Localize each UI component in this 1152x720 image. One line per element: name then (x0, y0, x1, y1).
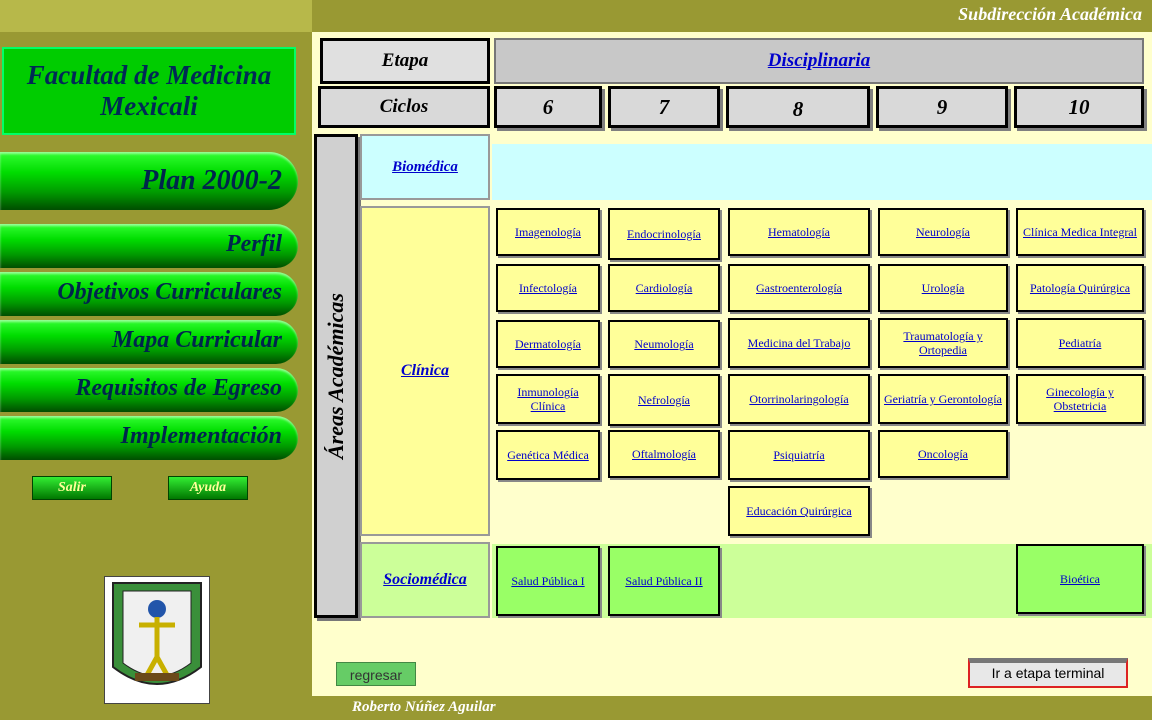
biomedica-link[interactable]: Biomédica (392, 158, 458, 175)
course-salud-publica-1[interactable]: Salud Pública I (496, 546, 600, 616)
salir-button[interactable]: Salir (32, 476, 112, 500)
plan-button[interactable]: Plan 2000-2 (0, 152, 298, 210)
footer-strip (312, 696, 1152, 720)
course-otorrinolaringologia[interactable]: Otorrinolaringología (728, 374, 870, 424)
course-traumatologia-ortopedia[interactable]: Traumatología y Ortopedia (878, 318, 1008, 368)
ayuda-button[interactable]: Ayuda (168, 476, 248, 500)
requisitos-button[interactable]: Requisitos de Egreso (0, 368, 298, 412)
sociomedica-link[interactable]: Sociomédica (383, 571, 467, 588)
course-patologia-quirurgica[interactable]: Patología Quirúrgica (1016, 264, 1144, 312)
course-nefrologia[interactable]: Nefrología (608, 374, 720, 426)
faculty-title: Facultad de Medicina Mexicali (2, 47, 296, 135)
course-salud-publica-2[interactable]: Salud Pública II (608, 546, 720, 616)
etapa-disciplinaria-link[interactable]: Disciplinaria (767, 50, 871, 71)
org-title: Subdirección Académica (958, 4, 1142, 24)
etapa-value-cell: Disciplinaria (494, 38, 1144, 84)
sidebar-top-strip (0, 0, 312, 32)
biomedica-row (492, 144, 1152, 200)
course-neurologia[interactable]: Neurología (878, 208, 1008, 256)
course-cardiologia[interactable]: Cardiología (608, 264, 720, 312)
course-bioetica[interactable]: Bioética (1016, 544, 1144, 614)
course-oftalmologia[interactable]: Oftalmología (608, 430, 720, 478)
author-credit: Roberto Núñez Aguilar (352, 699, 496, 715)
regresar-button[interactable]: regresar (336, 662, 416, 686)
course-endocrinologia[interactable]: Endocrinología (608, 208, 720, 260)
course-gastroenterologia[interactable]: Gastroenterología (728, 264, 870, 312)
ciclo-6: 6 (494, 86, 602, 128)
course-neumologia[interactable]: Neumología (608, 320, 720, 368)
objetivos-button[interactable]: Objetivos Curriculares (0, 272, 298, 316)
ciclos-label: Ciclos (318, 86, 490, 128)
header-strip (312, 0, 1152, 32)
course-pediatria[interactable]: Pediatría (1016, 318, 1144, 368)
course-oncologia[interactable]: Oncología (878, 430, 1008, 478)
course-medicina-del-trabajo[interactable]: Medicina del Trabajo (728, 318, 870, 368)
requisitos-label: Requisitos de Egreso (75, 375, 282, 401)
course-urologia[interactable]: Urología (878, 264, 1008, 312)
implementacion-button[interactable]: Implementación (0, 416, 298, 460)
perfil-button[interactable]: Perfil (0, 224, 298, 268)
course-genetica-medica[interactable]: Genética Médica (496, 430, 600, 480)
course-inmunologia-clinica[interactable]: Inmunología Clínica (496, 374, 600, 424)
course-infectologia[interactable]: Infectología (496, 264, 600, 312)
biomedica-area: Biomédica (360, 134, 490, 200)
areas-academicas-label: Áreas Académicas (314, 134, 358, 618)
ciclo-8: 8 (726, 86, 870, 128)
perfil-label: Perfil (226, 231, 282, 257)
mapa-label: Mapa Curricular (111, 327, 282, 353)
course-educacion-quirurgica[interactable]: Educación Quirúrgica (728, 486, 870, 536)
ciclo-7: 7 (608, 86, 720, 128)
clinica-area: Clínica (360, 206, 490, 536)
course-hematologia[interactable]: Hematología (728, 208, 870, 256)
areas-academicas-text: Áreas Académicas (323, 293, 348, 459)
ciclo-9: 9 (876, 86, 1008, 128)
mapa-button[interactable]: Mapa Curricular (0, 320, 298, 364)
ciclo-10: 10 (1014, 86, 1144, 128)
etapa-label: Etapa (320, 38, 490, 84)
faculty-title-line2: Mexicali (100, 91, 198, 121)
course-psiquiatria[interactable]: Psiquiatría (728, 430, 870, 480)
ir-etapa-terminal-button[interactable]: Ir a etapa terminal (968, 658, 1128, 688)
course-ginecologia-obstetricia[interactable]: Ginecología y Obstetricia (1016, 374, 1144, 424)
university-seal-logo (104, 576, 210, 704)
clinica-link[interactable]: Clínica (400, 362, 449, 379)
course-geriatria-gerontologia[interactable]: Geriatría y Gerontología (878, 374, 1008, 424)
plan-label: Plan 2000-2 (141, 165, 282, 196)
course-imagenologia[interactable]: Imagenología (496, 208, 600, 256)
course-clinica-medica-integral[interactable]: Clínica Medica Integral (1016, 208, 1144, 256)
faculty-title-line1: Facultad de Medicina (26, 60, 272, 90)
implementacion-label: Implementación (120, 423, 282, 449)
objetivos-label: Objetivos Curriculares (57, 279, 282, 305)
course-dermatologia[interactable]: Dermatología (496, 320, 600, 368)
sociomedica-area: Sociomédica (360, 542, 490, 618)
